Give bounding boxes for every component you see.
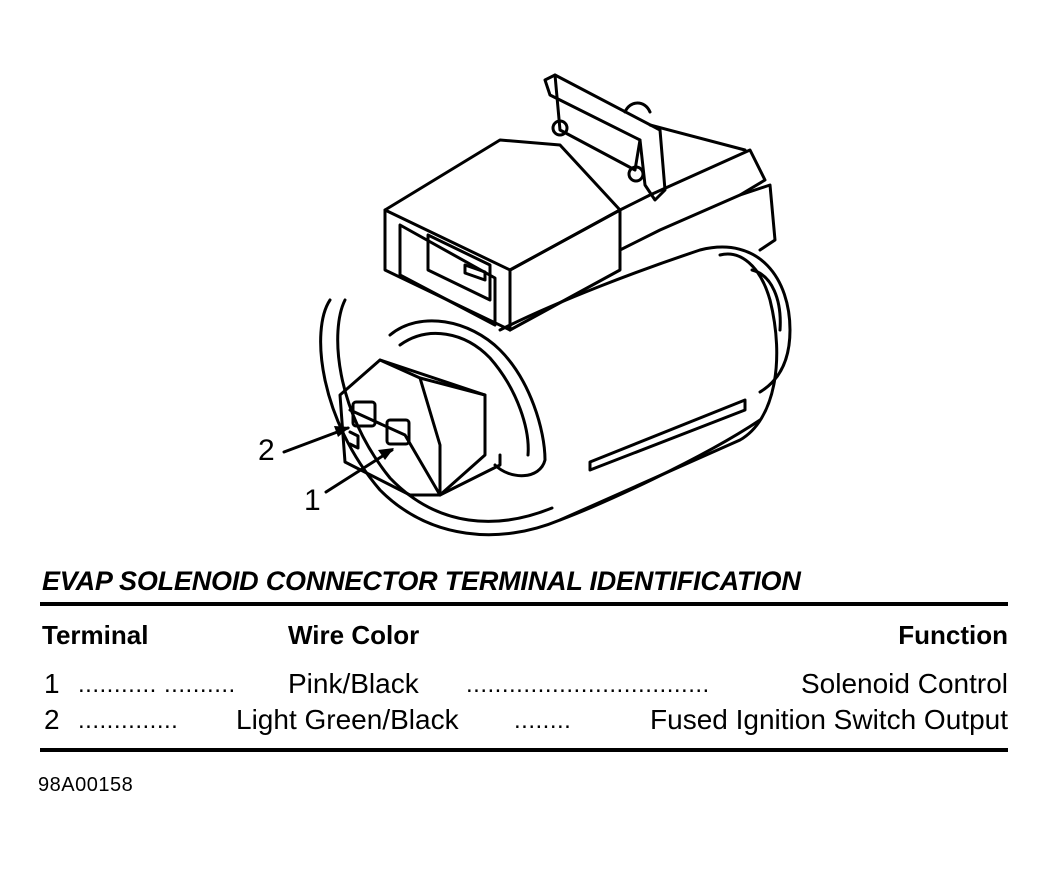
latch-frame (543, 73, 667, 202)
header-function: Function (898, 620, 1008, 650)
row-1-wire-color: Pink/Black (288, 668, 419, 699)
plug-face-front (348, 408, 442, 497)
row-2-terminal: 2 (44, 704, 60, 735)
header-wire-color: Wire Color (288, 620, 420, 650)
row-1-leader-b: .................................. (466, 671, 710, 698)
connector-illustration (282, 73, 792, 537)
plug-stem (438, 453, 502, 497)
latch-pin-right (627, 165, 645, 183)
header-terminal: Terminal (42, 620, 149, 650)
outer-shroud-inner (336, 298, 554, 523)
row-1-function: Solenoid Control (800, 668, 1008, 699)
body-lower-edge (558, 418, 762, 522)
figure-id: 98A00158 (38, 774, 134, 796)
table-title: EVAP SOLENOID CONNECTOR TERMINAL IDENTIF… (42, 566, 801, 596)
table-bottom-rule (40, 748, 1008, 752)
latch-rail (618, 148, 767, 252)
row-2-leader-a: .............. (78, 707, 179, 734)
housing-top (383, 138, 622, 272)
callout-label-1: 1 (304, 484, 321, 517)
row-1-terminal: 1 (44, 668, 60, 699)
outer-shroud (319, 252, 779, 537)
latch-rail-3 (738, 183, 777, 252)
latch-bump (623, 101, 652, 114)
latch-bar (553, 73, 642, 172)
arrowhead-2 (334, 426, 350, 437)
plug-ring (388, 319, 547, 478)
title-rule (40, 602, 1008, 606)
row-2-wire-color: Light Green/Black (236, 704, 459, 735)
arrowhead-1 (378, 448, 394, 460)
body-cylinder (498, 245, 792, 394)
row-2-function: Fused Ignition Switch Output (650, 704, 1008, 735)
leader-line-1 (324, 448, 394, 494)
callout-label-2: 2 (258, 434, 275, 467)
body-slot (588, 398, 747, 472)
housing-window (398, 223, 497, 327)
row-1-leader-a: ........... .......... (78, 671, 236, 698)
latch-pin-left (551, 119, 569, 137)
housing-tab (463, 263, 487, 282)
plug-ring-inner (398, 332, 530, 457)
plug-face (338, 358, 487, 497)
cavity-notch (348, 430, 360, 450)
row-2-leader-b: ........ (514, 707, 572, 734)
cavity-1 (385, 418, 411, 446)
body-ridge (750, 268, 782, 332)
cavity-2 (351, 400, 377, 428)
plug-face-side (418, 376, 442, 497)
latch-rail-2 (648, 123, 747, 152)
housing-window-inner (426, 233, 492, 302)
housing-side (508, 208, 622, 332)
